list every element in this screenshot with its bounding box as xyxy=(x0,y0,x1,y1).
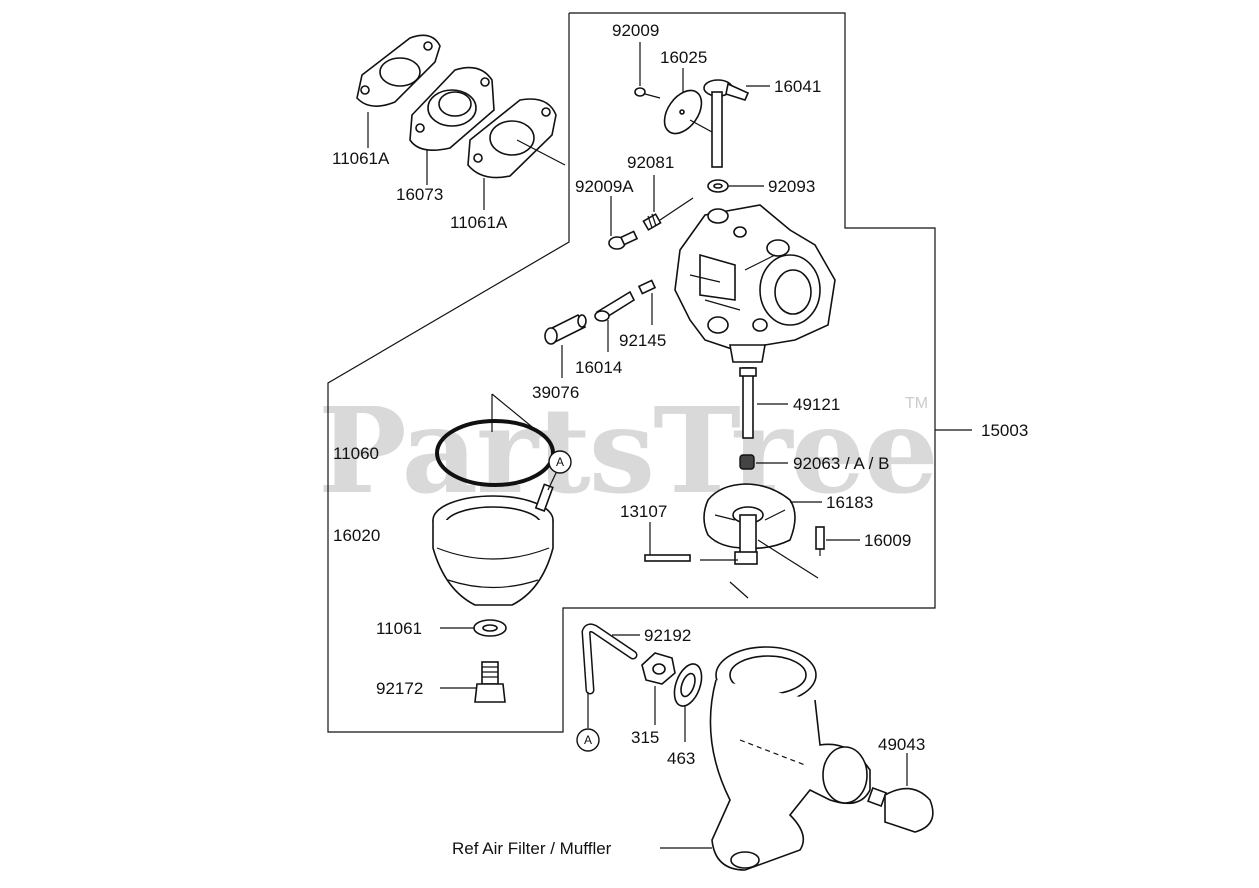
label-16014: 16014 xyxy=(575,358,622,377)
needle-16009[interactable] xyxy=(815,526,825,556)
label-315: 315 xyxy=(631,728,659,747)
label-11061a-lower: 11061A xyxy=(450,213,508,232)
bolt-92172[interactable] xyxy=(474,661,506,703)
solenoid-49043[interactable] xyxy=(867,787,934,833)
svg-text:A: A xyxy=(556,455,564,469)
gasket-11061a-upper[interactable] xyxy=(356,34,441,107)
screw-92009a[interactable] xyxy=(608,230,639,250)
label-13107: 13107 xyxy=(620,502,667,521)
insulator-16073[interactable] xyxy=(409,66,495,151)
pipe-39076[interactable] xyxy=(544,313,587,345)
label-92009a: 92009A xyxy=(575,177,634,196)
label-16041: 16041 xyxy=(774,77,821,96)
label-92172: 92172 xyxy=(376,679,423,698)
label-92145: 92145 xyxy=(619,331,666,350)
label-11061a-upper: 11061A xyxy=(332,149,390,168)
label-49121: 49121 xyxy=(793,395,840,414)
seal-92093[interactable] xyxy=(707,179,729,193)
watermark-text: PartsTree xyxy=(318,381,937,520)
label-39076: 39076 xyxy=(532,383,579,402)
washer-11061[interactable] xyxy=(473,619,507,637)
fuel-tube-92192[interactable] xyxy=(581,623,638,695)
plate-16025[interactable] xyxy=(657,84,709,141)
label-92192: 92192 xyxy=(644,626,691,645)
intake-manifold[interactable] xyxy=(709,646,871,871)
spring-92145[interactable] xyxy=(637,279,657,295)
carburetor-group-frame xyxy=(327,12,936,733)
screw-92009[interactable] xyxy=(634,87,661,99)
label-92081: 92081 xyxy=(627,153,674,172)
watermark-trademark: TM xyxy=(905,395,928,412)
gasket-11061a-lower[interactable] xyxy=(467,98,557,179)
label-11060: 11060 xyxy=(333,444,379,463)
callout-a-top: A xyxy=(548,450,572,474)
label-16073: 16073 xyxy=(396,185,443,204)
svg-text:A: A xyxy=(584,733,592,747)
float-bowl-16020[interactable] xyxy=(432,483,554,606)
nozzle-16014[interactable] xyxy=(594,290,636,322)
shaft-16041[interactable] xyxy=(703,79,750,168)
nut-315[interactable] xyxy=(641,652,676,685)
label-92063-a-b: 92063 / A / B xyxy=(793,454,889,473)
ref-air-filter-muffler-note: Ref Air Filter / Muffler xyxy=(452,839,612,858)
label-463: 463 xyxy=(667,749,695,768)
label-92009: 92009 xyxy=(612,21,659,40)
pin-49121[interactable] xyxy=(739,367,757,439)
lockwasher-463[interactable] xyxy=(669,660,707,710)
label-16183: 16183 xyxy=(826,493,873,512)
label-11061: 11061 xyxy=(376,619,422,638)
label-16020: 16020 xyxy=(333,526,380,545)
label-15003: 15003 xyxy=(981,421,1028,440)
label-49043: 49043 xyxy=(878,735,925,754)
callout-a-bottom: A xyxy=(576,728,600,752)
label-16009: 16009 xyxy=(864,531,911,550)
label-92093: 92093 xyxy=(768,177,815,196)
jet-92063[interactable] xyxy=(739,454,755,470)
label-16025: 16025 xyxy=(660,48,707,67)
carburetor-body[interactable] xyxy=(674,204,836,363)
pin-13107[interactable] xyxy=(644,554,691,562)
float-16183[interactable] xyxy=(703,483,796,565)
spring-92081[interactable] xyxy=(642,213,662,231)
